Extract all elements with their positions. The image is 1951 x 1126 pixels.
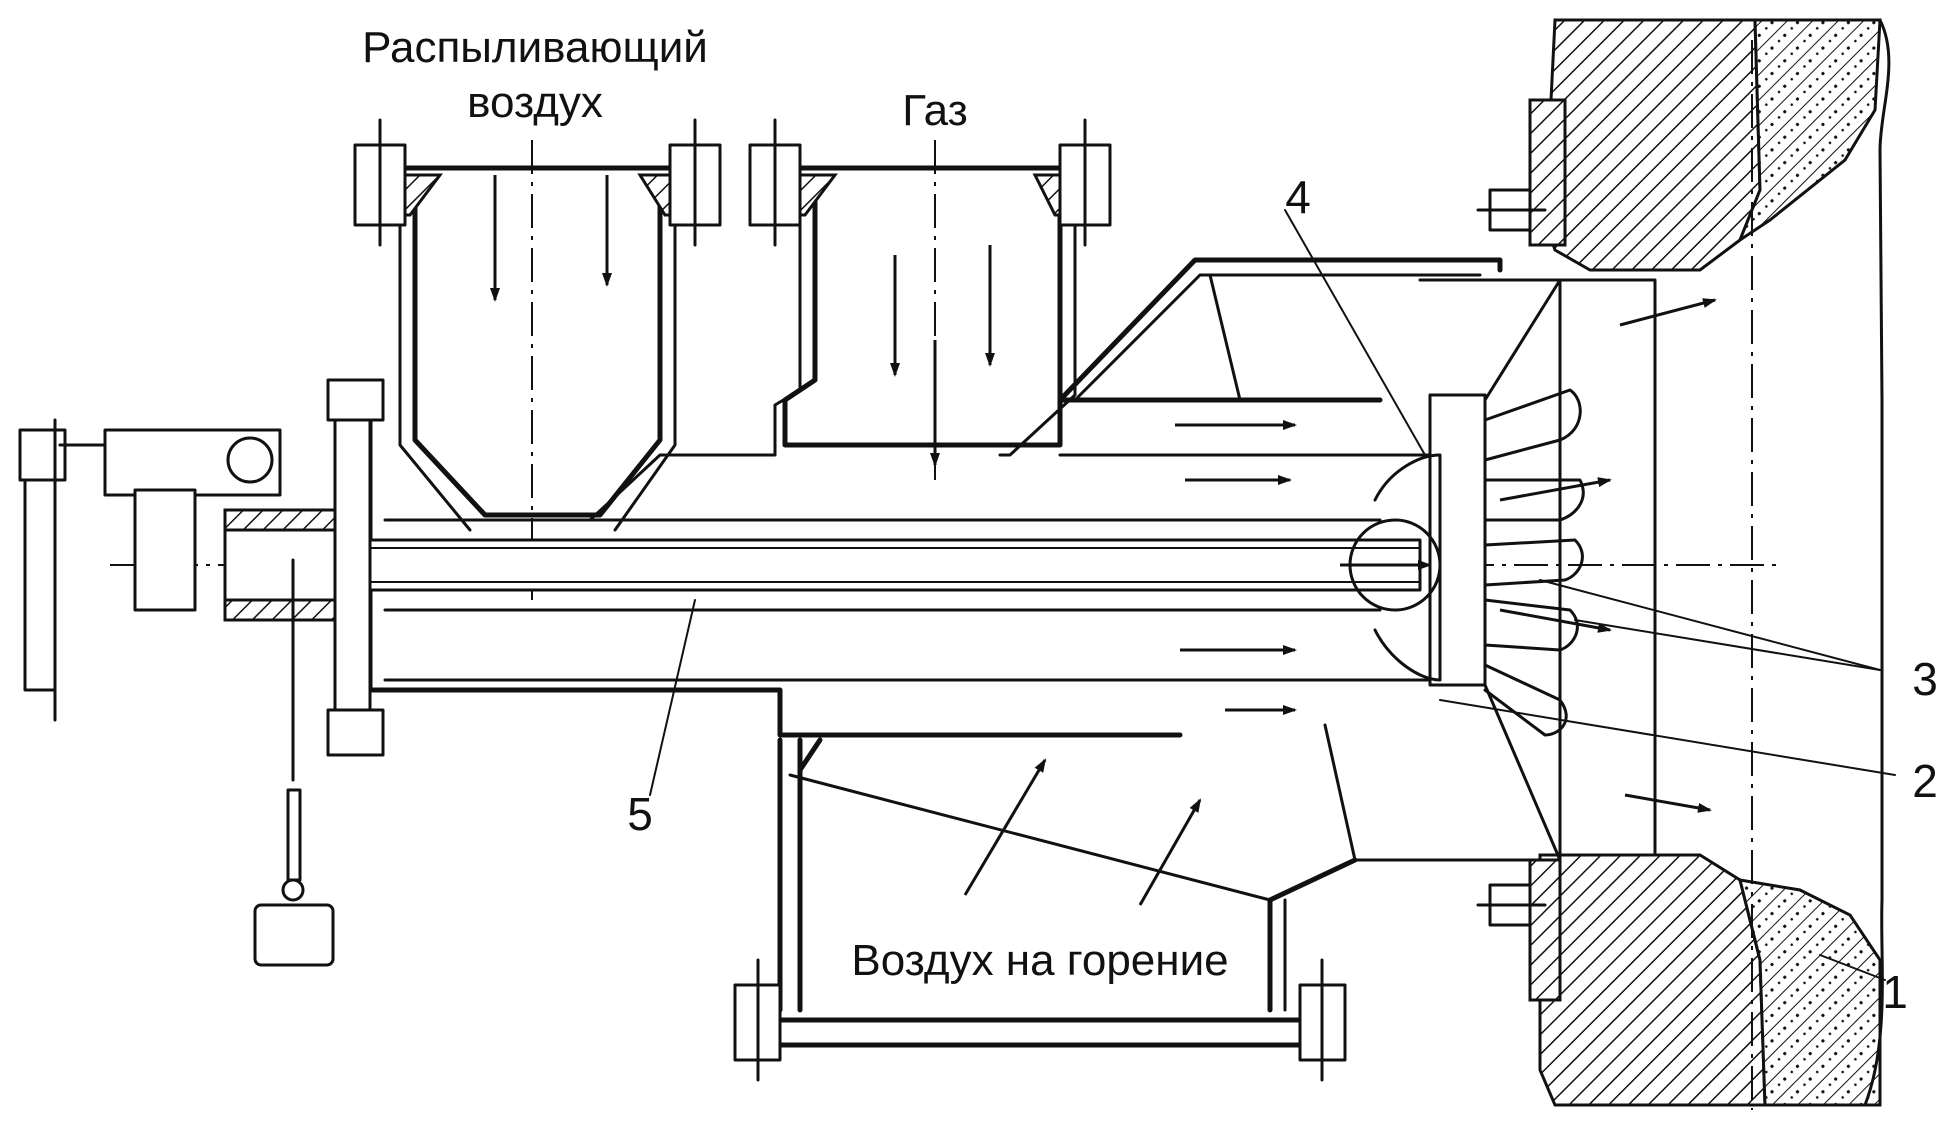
- label-atomizing-air-line1: Распыливающий: [362, 23, 708, 72]
- callout-5: 5: [627, 788, 653, 840]
- label-combustion-air: Воздух на горение: [851, 936, 1228, 985]
- label-gas: Газ: [902, 86, 968, 135]
- burner-casing: [367, 257, 1503, 1082]
- callout-3: 3: [1912, 653, 1938, 705]
- label-atomizing-air-line2: воздух: [467, 78, 603, 127]
- lance-handle: [18, 378, 385, 967]
- callout-2: 2: [1912, 755, 1938, 807]
- callout-4: 4: [1285, 171, 1311, 223]
- callout-leaders: [649, 209, 1896, 981]
- furnace-wall: [1476, 18, 1891, 1110]
- top-flanges: [353, 118, 1112, 247]
- atomizer-lance: [328, 420, 1432, 715]
- swirl-nozzle: [1348, 278, 1717, 862]
- callout-1: 1: [1882, 966, 1908, 1018]
- atomizing-air-chamber: [367, 140, 703, 600]
